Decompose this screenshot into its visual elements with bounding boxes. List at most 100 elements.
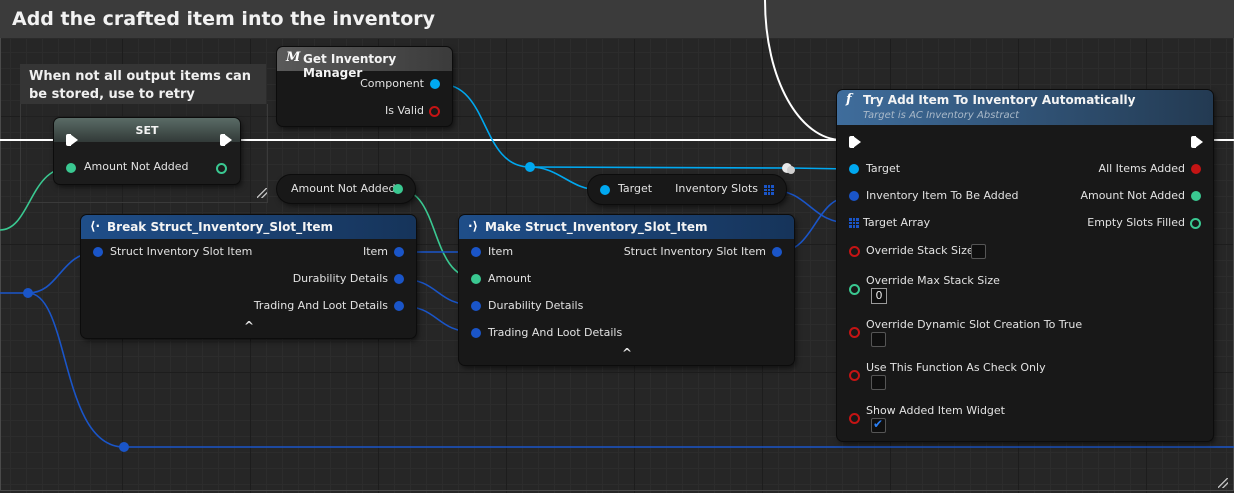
pin-amount-not-added-input[interactable]: [66, 163, 76, 173]
pin-struct-output[interactable]: [772, 247, 782, 257]
pin-label-target-array: Target Array: [863, 216, 931, 229]
node-title: Try Add Item To Inventory Automatically: [863, 93, 1136, 107]
pin-all-items-added-output[interactable]: [1191, 164, 1201, 174]
pin-label-show-widget: Show Added Item Widget: [866, 404, 1005, 417]
comment-box-header[interactable]: Add the crafted item into the inventory: [0, 0, 1234, 39]
node-try-add-item[interactable]: f Try Add Item To Inventory Automaticall…: [837, 90, 1213, 441]
pin-amount-input[interactable]: [471, 274, 481, 284]
node-title: Break Struct_Inventory_Slot_Item: [107, 220, 333, 234]
break-struct-icon: ⟨·: [90, 219, 101, 233]
check-only-checkbox[interactable]: [871, 375, 886, 390]
node-title: SET: [135, 124, 159, 137]
pin-label-target: Target: [618, 182, 653, 195]
object-wire-component: [439, 83, 531, 168]
note-comment-header[interactable]: When not all output items can be stored,…: [20, 64, 266, 104]
pin-label-trading: Trading And Loot Details: [253, 299, 388, 312]
pin-is-valid-output[interactable]: [429, 106, 440, 117]
pin-override-dynamic-input[interactable]: [849, 327, 860, 338]
pin-trading-output[interactable]: [394, 301, 404, 311]
pin-label-amount-not-added: Amount Not Added: [84, 160, 189, 173]
node-header[interactable]: ·⟩ Make Struct_Inventory_Slot_Item: [459, 215, 794, 239]
pin-amount-not-added-output[interactable]: [216, 163, 227, 174]
pin-target-input[interactable]: [849, 164, 859, 174]
node-subtitle: Target is AC Inventory Abstract: [863, 110, 1019, 121]
node-get-inventory-slots[interactable]: Target Inventory Slots: [588, 175, 786, 204]
pin-label-trading: Trading And Loot Details: [488, 326, 623, 339]
make-struct-icon: ·⟩: [468, 219, 479, 233]
override-stack-size-checkbox[interactable]: [971, 244, 986, 259]
override-max-stack-size-input[interactable]: 0: [871, 288, 887, 304]
show-widget-checkbox[interactable]: [871, 417, 886, 433]
pin-target-array-input[interactable]: [849, 218, 859, 228]
function-icon: f: [846, 92, 852, 107]
pin-label-item: Item: [362, 245, 388, 258]
node-amount-not-added-variable[interactable]: Amount Not Added: [277, 175, 415, 203]
node-header[interactable]: f Try Add Item To Inventory Automaticall…: [837, 90, 1213, 125]
pin-label-target: Target: [866, 162, 901, 175]
pin-label-item: Item: [488, 245, 514, 258]
pin-trading-input[interactable]: [471, 328, 481, 338]
comment-resize-handle-icon[interactable]: [1218, 478, 1228, 488]
pin-show-widget-input[interactable]: [849, 413, 860, 424]
pin-amount-not-added-output[interactable]: [1191, 191, 1201, 201]
comment-title: Add the crafted item into the inventory: [12, 8, 436, 30]
object-wire-target: [529, 166, 851, 170]
exec-input-pin[interactable]: [849, 136, 861, 148]
pin-check-only-input[interactable]: [849, 370, 860, 381]
pin-item-output[interactable]: [394, 247, 404, 257]
pin-label-struct-input: Struct Inventory Slot Item: [110, 245, 253, 258]
pin-label-durability: Durability Details: [488, 299, 584, 312]
exec-output-pin[interactable]: [220, 134, 232, 146]
node-break-struct[interactable]: ⟨· Break Struct_Inventory_Slot_Item Stru…: [81, 215, 416, 338]
pin-label-amount: Amount: [488, 272, 532, 285]
pin-item-input[interactable]: [471, 247, 481, 257]
pin-durability-input[interactable]: [471, 301, 481, 311]
node-title: Get Inventory Manager: [303, 52, 397, 80]
pin-label-inventory-slots: Inventory Slots: [675, 182, 758, 195]
note-resize-handle-icon[interactable]: [257, 188, 267, 198]
pin-label-override-stack-size: Override Stack Size: [866, 244, 974, 257]
exec-input-pin[interactable]: [66, 134, 78, 146]
node-make-struct[interactable]: ·⟩ Make Struct_Inventory_Slot_Item Item …: [459, 215, 794, 365]
pin-label-is-valid: Is Valid: [385, 104, 424, 117]
pin-override-stack-size-input[interactable]: [849, 246, 860, 257]
node-get-inventory-manager[interactable]: M Get Inventory Manager Component Is Val…: [277, 47, 452, 126]
node-header[interactable]: SET: [54, 118, 240, 142]
struct-wire-reroute: [27, 292, 1234, 448]
pin-durability-output[interactable]: [394, 274, 404, 284]
pin-label-component: Component: [360, 77, 424, 90]
pin-amount-output[interactable]: [393, 184, 403, 194]
node-title: Make Struct_Inventory_Slot_Item: [485, 220, 708, 234]
pin-component-output[interactable]: [430, 79, 440, 89]
collapse-chevron-icon[interactable]: ^: [244, 319, 255, 333]
pin-label-override-max-stack-size: Override Max Stack Size: [866, 274, 1000, 287]
pin-override-max-stack-size-input[interactable]: [849, 284, 860, 295]
variable-label: Amount Not Added: [291, 182, 396, 195]
pin-item-to-add-input[interactable]: [849, 191, 859, 201]
note-text: When not all output items can be stored,…: [29, 69, 252, 102]
exec-wire-top-curve: [764, 0, 843, 141]
macro-icon: M: [286, 50, 301, 65]
pin-label-override-dynamic: Override Dynamic Slot Creation To True: [866, 318, 1083, 331]
pin-label-amount-not-added: Amount Not Added: [1080, 189, 1185, 202]
reroute-knot: [23, 288, 33, 298]
exec-output-pin[interactable]: [1191, 136, 1203, 148]
reroute-knot: [119, 442, 129, 452]
pin-label-item-to-add: Inventory Item To Be Added: [866, 189, 1019, 202]
pin-empty-slots-filled-output[interactable]: [1190, 218, 1201, 229]
pin-label-durability: Durability Details: [292, 272, 388, 285]
node-header[interactable]: M Get Inventory Manager: [277, 47, 452, 80]
pin-target-input[interactable]: [600, 185, 610, 195]
pin-label-empty-slots-filled: Empty Slots Filled: [1087, 216, 1185, 229]
node-set[interactable]: SET Amount Not Added: [54, 118, 240, 184]
node-header[interactable]: ⟨· Break Struct_Inventory_Slot_Item: [81, 215, 416, 239]
pin-inventory-slots-output[interactable]: [764, 185, 774, 195]
pin-label-check-only: Use This Function As Check Only: [866, 361, 1046, 374]
override-dynamic-checkbox[interactable]: [871, 332, 886, 347]
collapse-chevron-icon[interactable]: ^: [622, 346, 633, 360]
pin-label-all-items-added: All Items Added: [1098, 162, 1185, 175]
pin-struct-input[interactable]: [93, 247, 103, 257]
reroute-knot: [525, 162, 535, 172]
pin-label-struct-output: Struct Inventory Slot Item: [623, 245, 766, 258]
